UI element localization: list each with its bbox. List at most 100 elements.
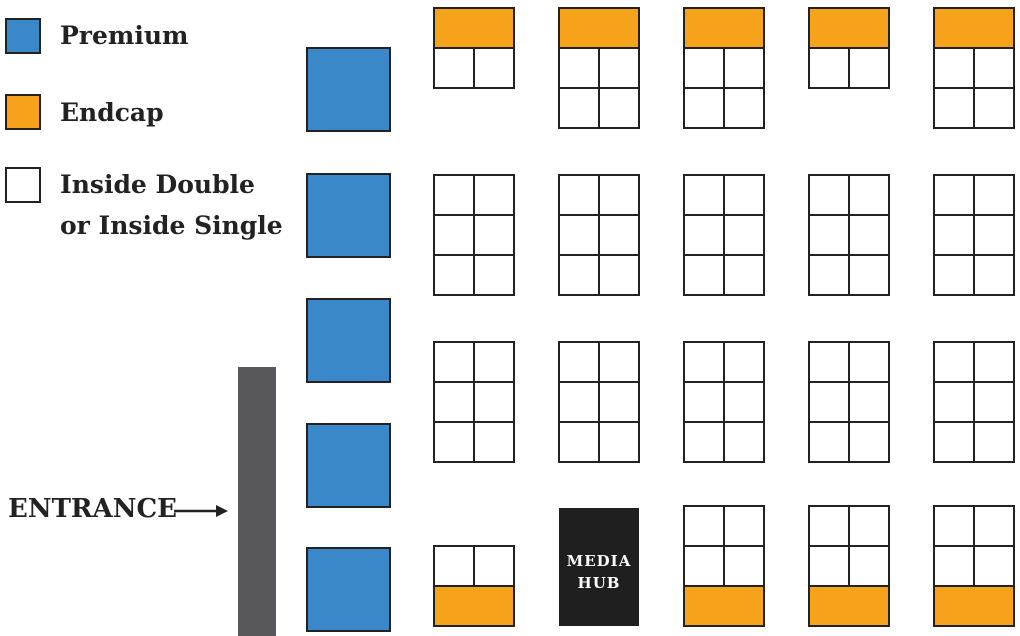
- media-hub-label: HUB: [578, 574, 621, 592]
- inside-booth: [933, 545, 975, 587]
- inside-booth: [933, 421, 975, 463]
- inside-booth: [723, 214, 765, 256]
- inside-booth: [598, 341, 640, 383]
- entrance-wall: [238, 367, 276, 636]
- endcap-booth: [808, 7, 890, 49]
- endcap-booth: [683, 585, 765, 627]
- inside-booth: [933, 174, 975, 216]
- inside-booth: [973, 87, 1015, 129]
- inside-booth: [598, 87, 640, 129]
- inside-booth: [973, 505, 1015, 547]
- inside-booth: [723, 505, 765, 547]
- inside-booth: [808, 341, 850, 383]
- inside-booth: [683, 87, 725, 129]
- inside-booth: [558, 87, 600, 129]
- inside-booth: [723, 421, 765, 463]
- inside-booth: [933, 254, 975, 296]
- premium-booth: [306, 423, 391, 508]
- inside-booth: [848, 174, 890, 216]
- inside-booth: [473, 381, 515, 423]
- inside-booth: [433, 545, 475, 587]
- endcap-booth: [933, 585, 1015, 627]
- inside-booth: [473, 545, 515, 587]
- inside-booth: [683, 341, 725, 383]
- inside-booth: [598, 381, 640, 423]
- inside-booth: [973, 421, 1015, 463]
- inside-booth: [808, 174, 850, 216]
- inside-booth: [598, 174, 640, 216]
- inside-booth: [973, 254, 1015, 296]
- entrance-label: ENTRANCE: [8, 494, 177, 524]
- inside-booth: [433, 174, 475, 216]
- inside-booth: [598, 421, 640, 463]
- legend-label-endcap: Endcap: [60, 98, 164, 127]
- inside-booth: [683, 505, 725, 547]
- inside-booth: [683, 421, 725, 463]
- inside-booth: [433, 47, 475, 89]
- inside-booth: [683, 174, 725, 216]
- inside-booth: [808, 545, 850, 587]
- inside-booth: [473, 174, 515, 216]
- media-hub-block: [559, 508, 639, 626]
- inside-booth: [723, 545, 765, 587]
- inside-booth: [973, 381, 1015, 423]
- inside-booth: [848, 381, 890, 423]
- inside-booth: [598, 254, 640, 296]
- inside-booth: [433, 214, 475, 256]
- inside-booth: [723, 174, 765, 216]
- endcap-booth: [683, 7, 765, 49]
- inside-booth: [433, 421, 475, 463]
- inside-booth: [558, 381, 600, 423]
- inside-booth: [558, 421, 600, 463]
- premium-booth: [306, 173, 391, 258]
- inside-booth: [848, 254, 890, 296]
- inside-booth: [933, 381, 975, 423]
- inside-booth: [933, 341, 975, 383]
- inside-booth: [473, 47, 515, 89]
- inside-booth: [473, 214, 515, 256]
- inside-booth: [973, 174, 1015, 216]
- inside-booth: [808, 214, 850, 256]
- inside-booth: [933, 47, 975, 89]
- entrance-arrow-icon: [174, 505, 228, 517]
- premium-booth: [306, 298, 391, 383]
- inside-booth: [723, 254, 765, 296]
- inside-booth: [808, 381, 850, 423]
- legend-swatch-premium: [5, 18, 41, 54]
- legend-label-premium: Premium: [60, 21, 189, 50]
- inside-booth: [723, 341, 765, 383]
- inside-booth: [473, 341, 515, 383]
- premium-booths: [306, 47, 391, 632]
- legend-swatch-endcap: [5, 94, 41, 130]
- inside-booth: [848, 421, 890, 463]
- legend-swatch-inside: [5, 167, 41, 203]
- inside-booth: [723, 87, 765, 129]
- inside-booth: [848, 341, 890, 383]
- inside-booth: [848, 47, 890, 89]
- inside-booth: [808, 505, 850, 547]
- endcap-booth: [433, 585, 515, 627]
- inside-booth: [973, 47, 1015, 89]
- inside-booth: [683, 47, 725, 89]
- inside-booth: [433, 381, 475, 423]
- inside-booth: [933, 214, 975, 256]
- inside-booth: [558, 174, 600, 216]
- inside-booth: [973, 214, 1015, 256]
- inside-booth: [683, 254, 725, 296]
- inside-booth: [723, 381, 765, 423]
- inside-booth: [808, 421, 850, 463]
- inside-booth: [598, 47, 640, 89]
- legend-swatches: [5, 18, 41, 203]
- inside-booth: [723, 47, 765, 89]
- endcap-booth: [558, 7, 640, 49]
- endcap-booth: [808, 585, 890, 627]
- endcap-booth: [933, 7, 1015, 49]
- inside-booth: [433, 254, 475, 296]
- inside-booth: [933, 87, 975, 129]
- inside-booth: [473, 421, 515, 463]
- inside-booth: [683, 381, 725, 423]
- inside-booth: [558, 254, 600, 296]
